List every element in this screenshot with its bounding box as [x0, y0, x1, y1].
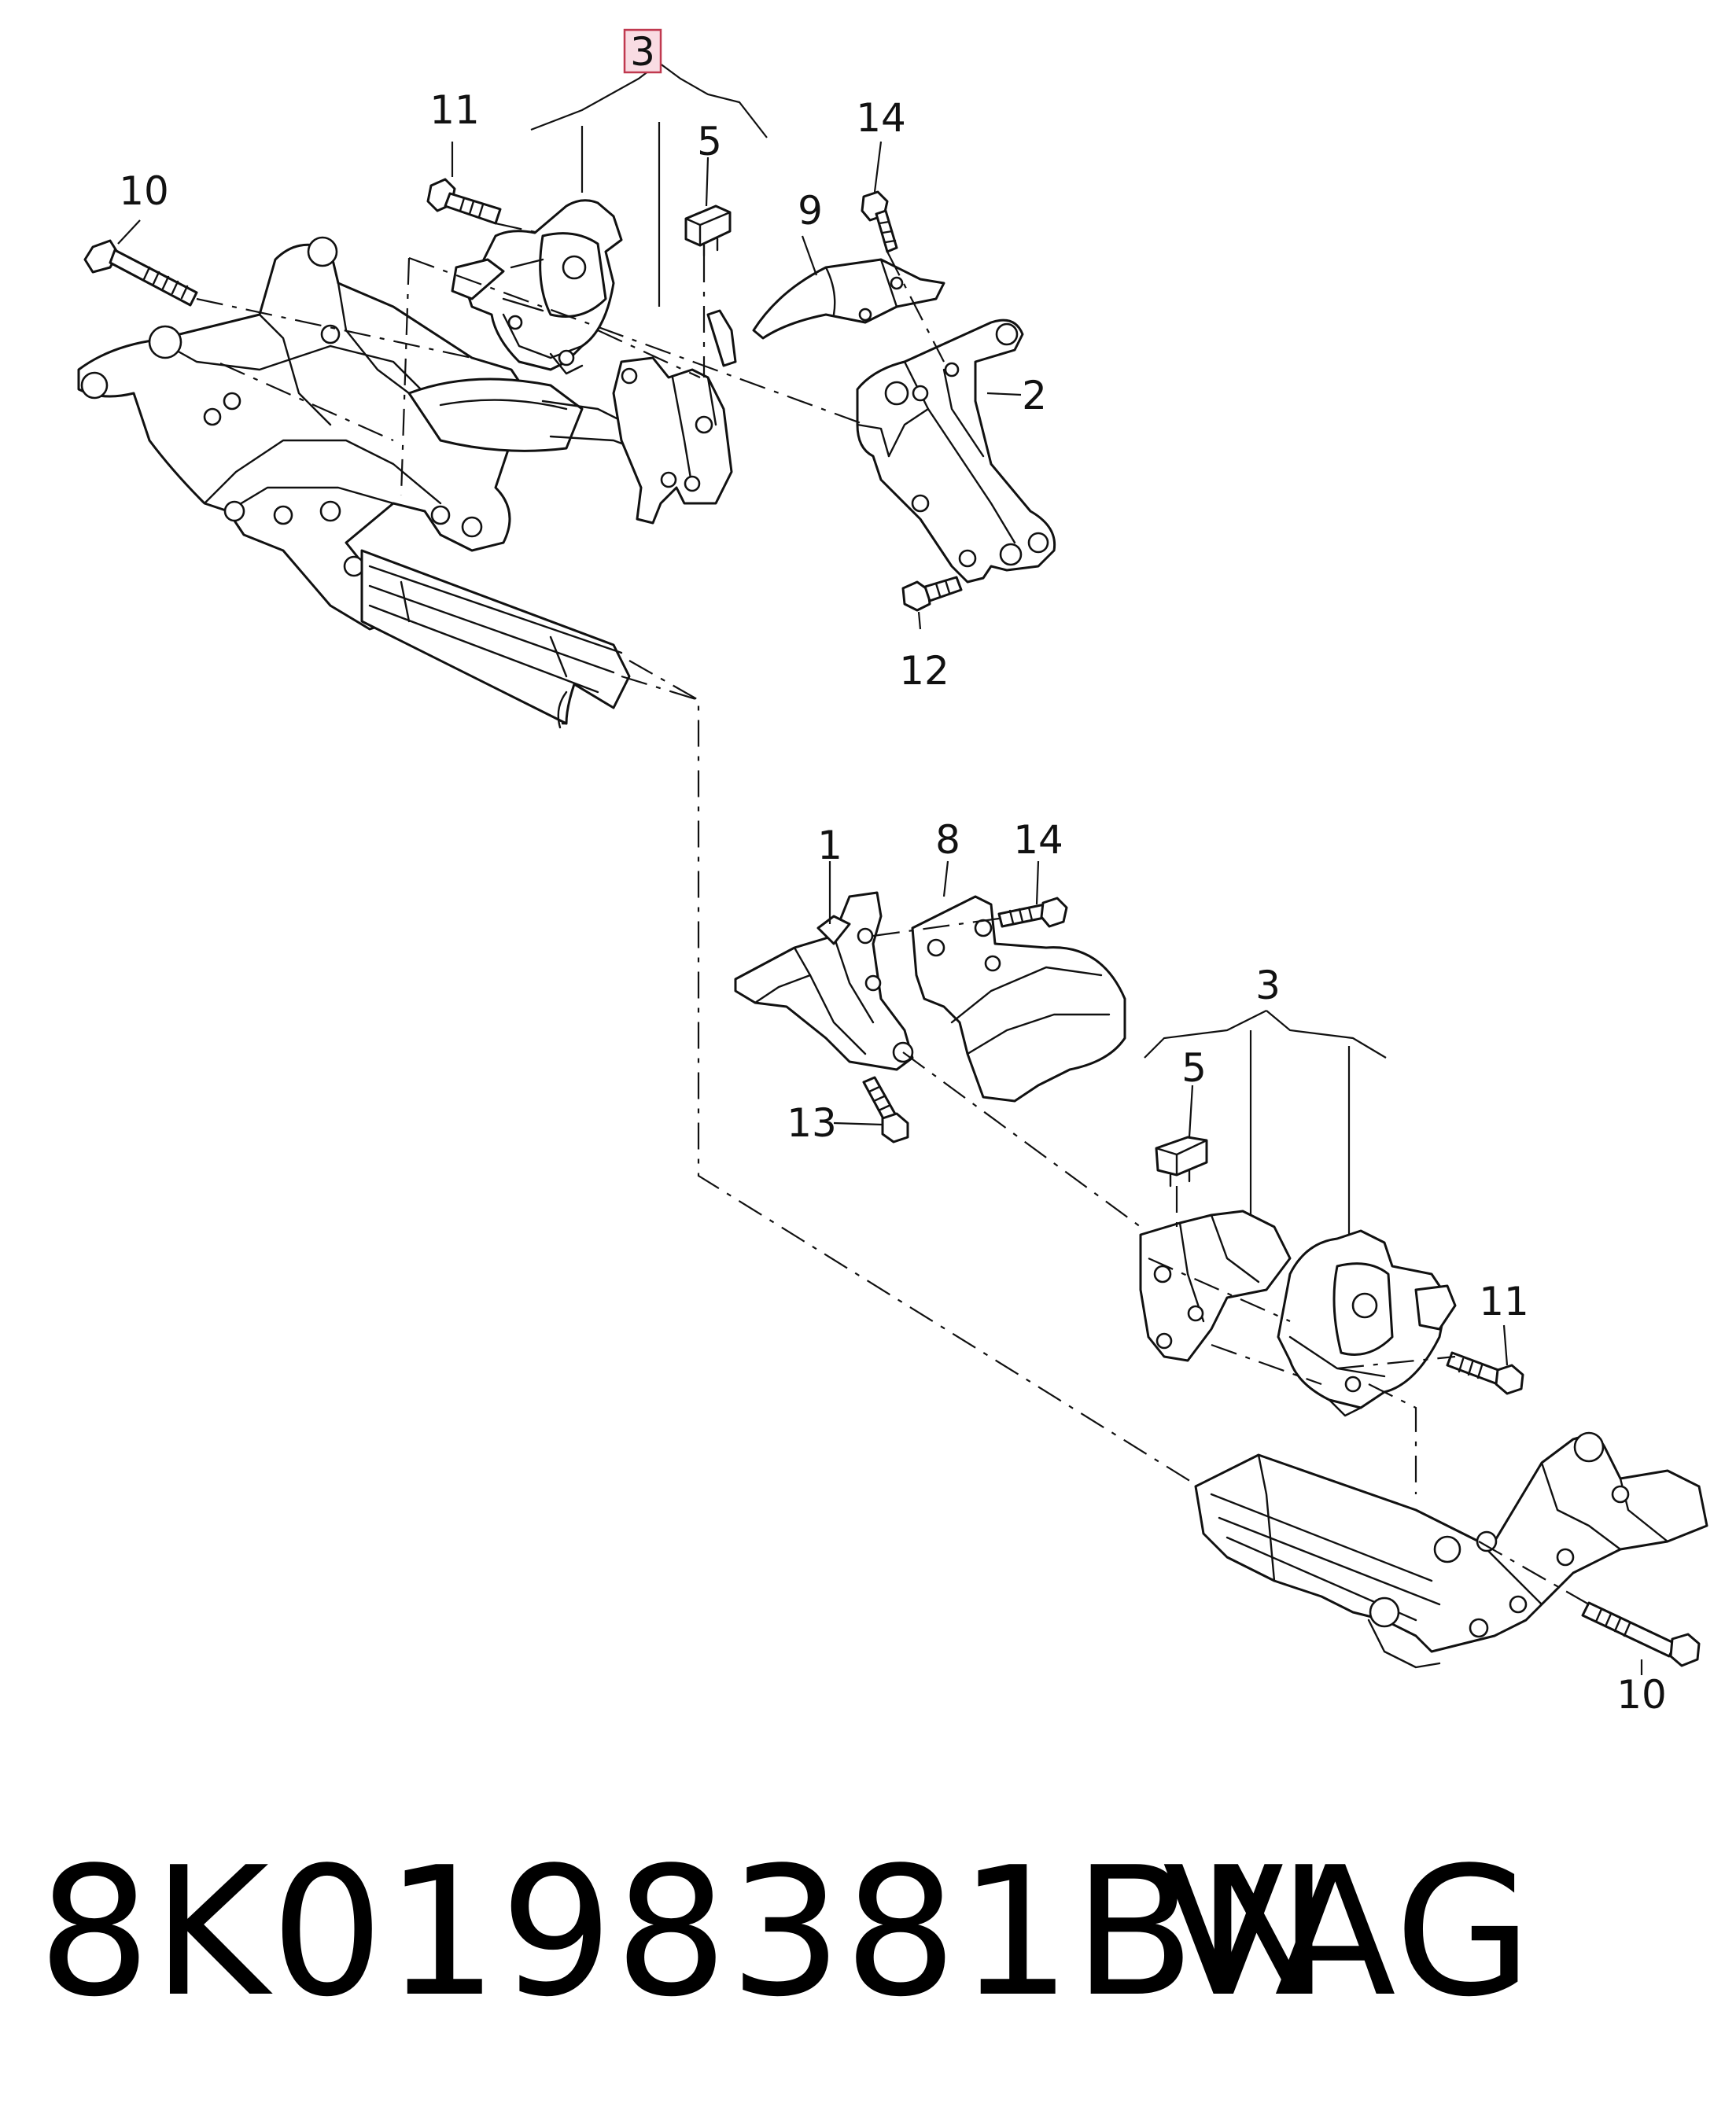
bottom-assembly: 1 8 14 3 5 13 11 10: [734, 817, 1708, 1718]
callout-3-bottom[interactable]: 3: [1255, 963, 1281, 1008]
subframe-rail-top: [360, 549, 631, 729]
bolt-11-bottom: [1446, 1351, 1524, 1395]
bracket-1: [734, 891, 914, 1071]
callout-12[interactable]: 12: [899, 648, 949, 694]
buffer-5-bottom: [1155, 1136, 1208, 1188]
callout-3-highlight[interactable]: [623, 28, 662, 74]
callout-10-bottom[interactable]: 10: [1616, 1672, 1667, 1718]
part-number: 8K0198381BN: [38, 1829, 1332, 2036]
bolt-12: [901, 576, 963, 612]
callout-3-top[interactable]: 3: [630, 29, 655, 75]
bolt-10-bottom: [1581, 1601, 1701, 1667]
callout-11-bottom[interactable]: 11: [1479, 1279, 1529, 1324]
transmission-mount-2: [856, 319, 1056, 584]
heat-shield-9: [752, 258, 945, 340]
callout-10-top[interactable]: 10: [119, 168, 169, 214]
brand-name: VAG: [1163, 1829, 1534, 2036]
subframe-right: [1194, 1431, 1708, 1669]
engine-mount-top: [451, 199, 623, 375]
engine-mount-bottom: [1277, 1229, 1457, 1417]
callout-9[interactable]: 9: [798, 188, 823, 234]
assembly-connector-line: [621, 675, 1248, 1542]
heat-shield-8: [911, 895, 1126, 1103]
callout-14-bottom[interactable]: 14: [1013, 817, 1063, 863]
bolt-14-top: [861, 190, 898, 253]
bolt-11-top: [426, 178, 502, 225]
top-assembly: 3 11 5 14 10 9 2 12: [77, 28, 1056, 729]
callout-2[interactable]: 2: [1022, 373, 1047, 418]
callout-1[interactable]: 1: [817, 823, 842, 868]
callout-14-top[interactable]: 14: [856, 95, 906, 141]
bracket-bottom: [1139, 1210, 1292, 1362]
callout-13[interactable]: 13: [787, 1100, 837, 1146]
bolt-13: [862, 1076, 909, 1144]
buffer-5-top: [684, 204, 732, 257]
callout-8[interactable]: 8: [935, 817, 960, 863]
bracket-top: [612, 309, 737, 525]
callout-5-top[interactable]: 5: [697, 119, 722, 164]
bolt-14-bottom: [997, 897, 1068, 928]
callout-5-bottom[interactable]: 5: [1181, 1045, 1207, 1091]
bolt-10-top: [83, 239, 198, 307]
callout-11-top[interactable]: 11: [429, 87, 480, 133]
